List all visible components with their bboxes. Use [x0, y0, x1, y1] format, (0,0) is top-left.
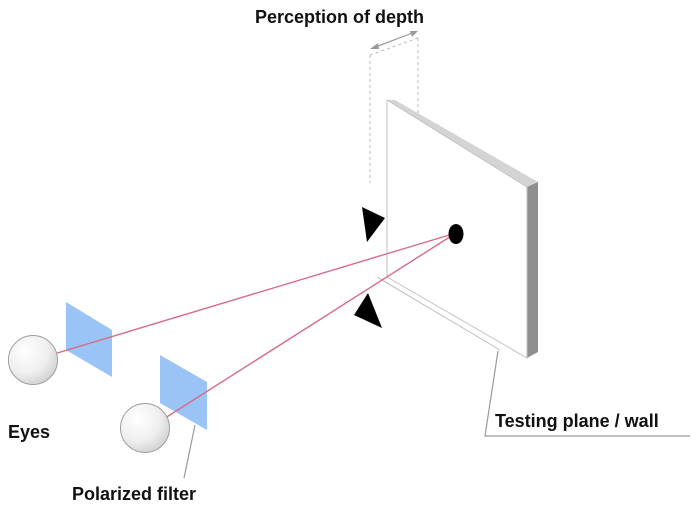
sight-line-left-eye: [43, 232, 457, 358]
lower-triangle-marker: [354, 293, 382, 328]
perception-of-depth-label: Perception of depth: [255, 7, 425, 27]
target-dot: [448, 224, 464, 244]
testing-wall: [386, 99, 538, 359]
filter-leader-line: [183, 424, 196, 479]
sight-line-right-eye: [161, 232, 457, 421]
depth-indicator: [369, 31, 419, 183]
depth-arrowhead: [410, 31, 418, 37]
eye-right: [120, 403, 170, 453]
eyes-label: Eyes: [8, 422, 51, 442]
polarized-filter-label: Polarized filter: [72, 484, 197, 504]
polarized-filter-right: [160, 355, 207, 430]
wall-side-edge: [527, 182, 538, 358]
floor-guide-line: [376, 276, 501, 351]
depth-double-arrow: [372, 31, 416, 49]
depth-arrowhead: [370, 43, 379, 49]
polarized-filter-left: [66, 302, 112, 377]
wall-leader-line: [484, 350, 690, 437]
upper-triangle-marker: [362, 207, 385, 242]
eye-left: [8, 335, 58, 385]
wall-top-edge: [387, 100, 538, 187]
depth-guide-line: [369, 37, 419, 56]
testing-plane-label: Testing plane / wall: [495, 411, 659, 431]
